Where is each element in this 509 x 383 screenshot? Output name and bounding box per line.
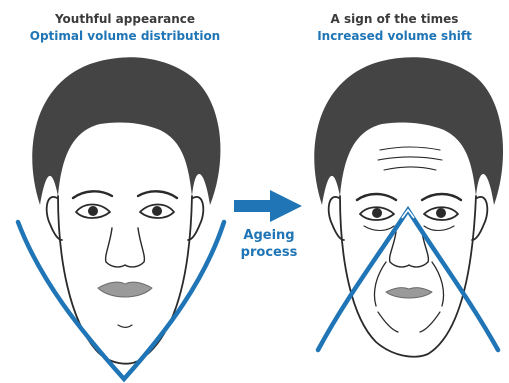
aged-iris-left [372,208,382,218]
aged-volume-inverted-v [318,210,498,350]
aged-face-outline [340,196,476,357]
ageing-process-label: Ageing process [236,227,302,261]
ageing-label-line1: Ageing [236,227,302,244]
young-lips [98,282,152,297]
aged-eye-bag-right [424,226,454,231]
aged-forehead-wrinkle-1 [380,147,440,150]
aged-lips [386,288,432,298]
aged-eye-bag-left [364,226,394,231]
aged-brow-right [422,194,461,200]
young-iris-left [88,206,98,216]
aged-jowl-left [378,312,398,332]
young-hair [32,57,220,205]
young-iris-right [152,206,162,216]
young-face [32,57,220,363]
young-face-outline [58,196,192,364]
young-volume-v [18,222,224,379]
young-chin-mark [118,325,132,327]
aged-nose [390,232,429,267]
young-nose [106,228,145,267]
ageing-label-line2: process [236,244,302,261]
aged-hair [314,57,503,205]
aged-fold-left [374,262,386,306]
aged-brow-left [357,194,396,200]
young-brow-right [138,191,177,198]
aged-jowl-right [420,312,440,332]
aged-iris-right [436,208,446,218]
aged-fold-right [432,262,444,306]
young-brow-left [73,191,112,198]
aged-forehead-wrinkle-3 [384,167,436,170]
ageing-arrow [234,190,302,222]
aged-forehead-wrinkle-2 [378,157,442,160]
